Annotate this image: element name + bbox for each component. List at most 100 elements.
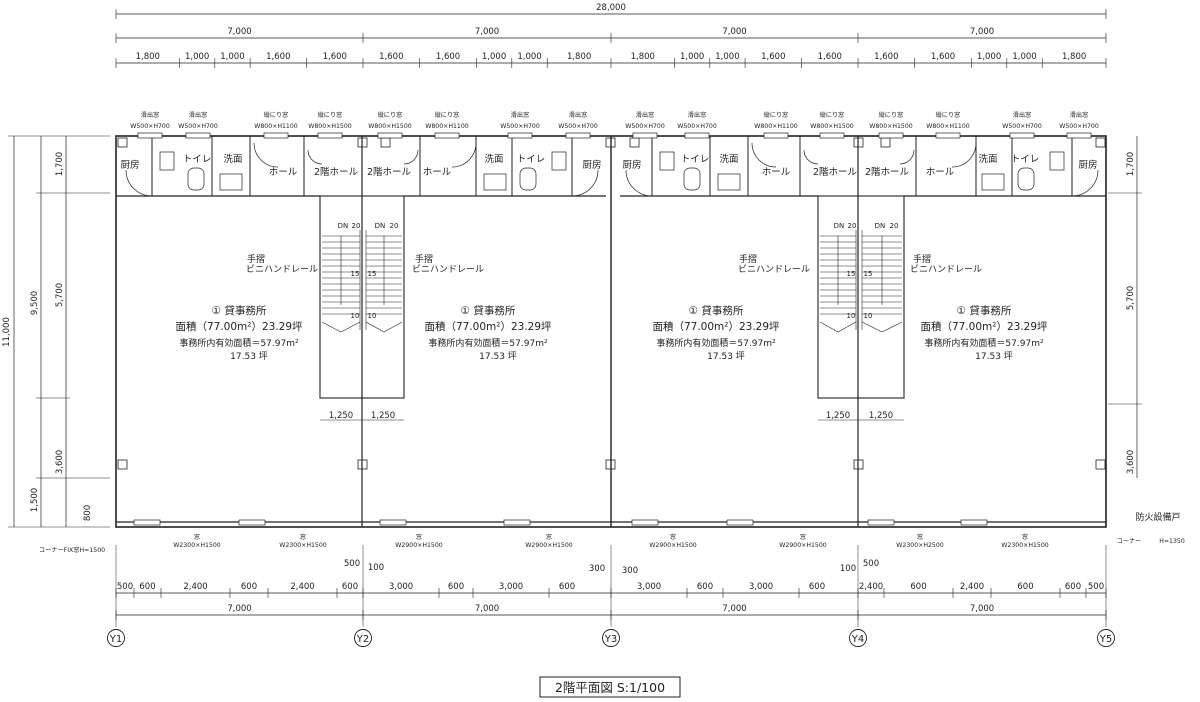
room-hall: ホール (926, 167, 955, 178)
dim-500-left: 500 (344, 559, 360, 569)
stair-step-10: 10 (864, 312, 873, 320)
dim-sub-top: 1,000 (185, 52, 209, 62)
window-top-symbol (1066, 132, 1092, 139)
window-top-name: 滑出窓 (1013, 111, 1032, 119)
dim-bay-bottom: 7,000 (227, 604, 251, 614)
stair-dn: DN (375, 222, 386, 230)
room-toilet: トイレ (1011, 154, 1040, 165)
window-top-size: W800×H1100 (926, 123, 970, 130)
stair-step-20: 20 (352, 222, 361, 230)
axis-bubble (1097, 629, 1115, 647)
dim-bay-bottom: 7,000 (475, 604, 499, 614)
office-effective-area: 事務所内有効面積＝57.97m² (656, 337, 776, 349)
window-top-symbol (507, 132, 533, 139)
dim-left-bottom: 1,500 (30, 488, 40, 512)
axis-label: Y2 (356, 634, 369, 645)
room-hall: ホール (269, 167, 298, 178)
dim-sub-top: 1,800 (1062, 52, 1086, 62)
room-washroom: 洗面 (223, 153, 242, 165)
dim-sub-top: 1,800 (631, 52, 655, 62)
dim-300-right: 300 (622, 566, 638, 576)
dim-sub-bottom: 3,000 (499, 582, 523, 592)
stair-step-15: 15 (351, 270, 360, 278)
stair-step-20: 20 (390, 222, 399, 230)
dim-sub-bottom: 600 (241, 582, 257, 592)
window-top-name: 滑出窓 (688, 111, 707, 119)
dim-sub-top: 1,600 (379, 52, 403, 62)
dim-left-subtotal: 9,500 (30, 291, 40, 315)
handrail-label: 手摺 (913, 253, 931, 265)
dim-bay-bottom: 7,000 (722, 604, 746, 614)
window-top-symbol (317, 132, 343, 139)
window-top-size: W500×H700 (677, 123, 717, 130)
dim-sub-top: 1,800 (567, 52, 591, 62)
room-washroom: 洗面 (719, 153, 738, 165)
office-title: ① 貸事務所 (461, 304, 516, 317)
dim-bay-top: 7,000 (475, 27, 499, 37)
window-bottom-name: 窓 (1022, 533, 1028, 541)
office-effective-tsubo: 17.53 坪 (707, 351, 745, 362)
stair-dn: DN (875, 222, 886, 230)
window-top-name: 滑出窓 (511, 111, 530, 119)
window-top-size: W500×H700 (178, 123, 218, 130)
room-washroom: 洗面 (484, 153, 503, 165)
window-top-symbol (263, 132, 289, 139)
room-hall: ホール (762, 167, 791, 178)
window-top-size: W500×H700 (1059, 123, 1099, 130)
room-toilet: トイレ (681, 154, 710, 165)
dim-sub-bottom: 600 (910, 582, 926, 592)
dim-sub-bottom: 600 (559, 582, 575, 592)
room-stair-hall: 2階ホール (813, 167, 858, 178)
dim-sub-top: 1,000 (220, 52, 244, 62)
dim-sub-bottom: 500 (117, 582, 133, 592)
room-kitchen: 厨房 (622, 159, 641, 171)
window-top-size: W500×H700 (625, 123, 665, 130)
dim-left-middle: 5,700 (55, 283, 65, 307)
dim-sub-top: 1,800 (136, 52, 160, 62)
axis-bubble (849, 629, 867, 647)
window-top-name: 滑出窓 (1070, 111, 1089, 119)
dim-100-left: 100 (368, 563, 384, 573)
dim-sub-top: 1,000 (517, 52, 541, 62)
window-bottom-size: W2300×H2500 (896, 542, 944, 549)
room-stair-hall: 2階ホール (865, 167, 910, 178)
dim-sub-top: 1,000 (680, 52, 704, 62)
window-top-name: 縦にり窓 (820, 111, 845, 119)
handrail-type: ビニハンドレール (412, 264, 484, 275)
window-top-name: 縦にり窓 (936, 111, 961, 119)
window-top-size: W800×H1500 (810, 123, 854, 130)
window-bottom-symbol (867, 519, 895, 526)
dim-bay-bottom: 7,000 (970, 604, 994, 614)
handrail-type: ビニハンドレール (738, 264, 810, 275)
room-stair-hall: 2階ホール (314, 167, 359, 178)
window-top-name: 滑出窓 (189, 111, 208, 119)
dim-right-middle: 5,700 (1126, 286, 1136, 310)
room-kitchen: 厨房 (120, 159, 139, 171)
window-top-symbol (377, 132, 403, 139)
window-top-size: W500×H700 (500, 123, 540, 130)
handrail-type: ビニハンドレール (910, 264, 982, 275)
dim-tick (365, 321, 385, 333)
window-bottom-name: 窓 (416, 533, 422, 541)
stair-step-15: 15 (368, 270, 377, 278)
window-top-name: 縦にり窓 (764, 111, 789, 119)
window-bottom-symbol (960, 519, 988, 526)
window-bottom-name: 窓 (300, 533, 306, 541)
dim-sub-top: 1,000 (482, 52, 506, 62)
window-top-symbol (763, 132, 789, 139)
window-bottom-symbol (726, 519, 754, 526)
office-effective-area: 事務所内有効面積＝57.97m² (179, 337, 299, 349)
drawing-title: 2階平面図 S:1/100 (555, 680, 665, 695)
window-top-size: W800×H1500 (869, 123, 913, 130)
dim-sub-bottom: 600 (1065, 582, 1081, 592)
window-top-size: W500×H700 (130, 123, 170, 130)
window-top-name: 縦にり窓 (879, 111, 904, 119)
window-bottom-symbol (379, 519, 407, 526)
dim-left-lower: 3,600 (55, 450, 65, 474)
dim-sub-bottom: 3,000 (749, 582, 773, 592)
dim-tick (881, 321, 903, 333)
dim-1250: 1,250 (869, 411, 893, 421)
window-top-symbol (565, 132, 591, 139)
window-bottom-name: 窓 (917, 533, 923, 541)
